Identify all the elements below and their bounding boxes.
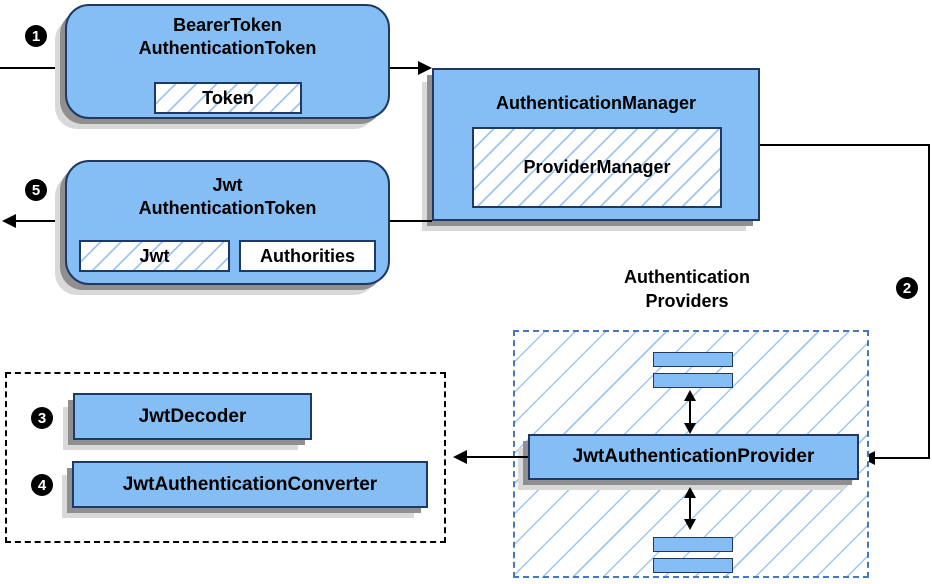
bearer-to-manager-line [390, 67, 420, 69]
bearer-token-title-line1: BearerToken [173, 15, 282, 35]
step-4-number: 4 [37, 476, 47, 494]
outgoing-arrowhead-icon [2, 214, 16, 228]
step-1-badge: 1 [25, 25, 47, 47]
jwt-authentication-provider-node: JwtAuthenticationProvider [528, 434, 859, 480]
jwt-child-node: Jwt [79, 240, 230, 272]
upper-double-arrow-down-icon [684, 423, 696, 434]
provider-placeholder-bar [653, 373, 733, 388]
manager-to-provider-line-bottom [873, 457, 930, 459]
authentication-providers-label-line2: Providers [645, 291, 729, 311]
upper-double-arrow-line [689, 399, 691, 425]
lower-double-arrow-up-icon [684, 487, 696, 498]
step-4-badge: 4 [31, 474, 53, 496]
provider-to-decoder-arrowhead-icon [453, 450, 467, 464]
lower-double-arrow-down-icon [684, 519, 696, 530]
jwt-authentication-provider-label: JwtAuthenticationProvider [572, 446, 815, 467]
token-child-node: Token [154, 82, 302, 114]
bearer-token-title: BearerToken AuthenticationToken [67, 14, 388, 60]
jwt-decoder-label: JwtDecoder [138, 405, 247, 427]
bearer-token-title-line2: AuthenticationToken [138, 38, 317, 58]
token-child-label: Token [202, 87, 254, 108]
step-3-badge: 3 [31, 407, 53, 429]
jwt-child-label: Jwt [139, 245, 170, 266]
authorities-child-node: Authorities [239, 240, 376, 272]
provider-placeholder-bar [653, 537, 733, 552]
step-2-number: 2 [902, 279, 912, 297]
step-1-number: 1 [31, 27, 41, 45]
outgoing-result-line [14, 220, 65, 222]
bearer-to-manager-arrowhead-icon [418, 61, 432, 75]
jwt-token-title: Jwt AuthenticationToken [67, 174, 388, 220]
authentication-providers-label-line1: Authentication [624, 267, 750, 287]
authentication-providers-label: Authentication Providers [587, 265, 787, 313]
manager-to-provider-line-top [760, 144, 930, 146]
jwt-authentication-converter-label: JwtAuthenticationConverter [122, 473, 378, 495]
bearer-token-authentication-token-node: BearerToken AuthenticationToken Token [65, 4, 390, 119]
manager-to-provider-line-right [928, 144, 930, 459]
jwt-token-title-line1: Jwt [212, 175, 243, 195]
provider-manager-label: ProviderManager [523, 157, 671, 177]
jwt-authentication-converter-node: JwtAuthenticationConverter [72, 461, 428, 508]
provider-placeholder-bar [653, 558, 733, 573]
provider-manager-child-node: ProviderManager [472, 127, 722, 208]
step-3-number: 3 [37, 409, 47, 427]
step-5-number: 5 [31, 181, 41, 199]
provider-placeholder-bar [653, 352, 733, 367]
provider-to-decoder-line [465, 456, 528, 458]
authorities-child-label: Authorities [259, 245, 355, 266]
jwt-token-title-line2: AuthenticationToken [138, 198, 317, 218]
lower-double-arrow-line [689, 496, 691, 521]
jwt-authentication-token-node: Jwt AuthenticationToken Jwt Authorities [65, 160, 390, 285]
upper-double-arrow-up-icon [684, 390, 696, 401]
incoming-request-line [0, 67, 65, 69]
authentication-manager-node: AuthenticationManager ProviderManager [432, 68, 760, 221]
step-2-badge: 2 [896, 277, 918, 299]
manager-to-jwt-token-line [390, 220, 432, 222]
authentication-manager-title: AuthenticationManager [495, 93, 696, 113]
step-5-badge: 5 [25, 179, 47, 201]
jwt-decoder-node: JwtDecoder [73, 393, 312, 440]
